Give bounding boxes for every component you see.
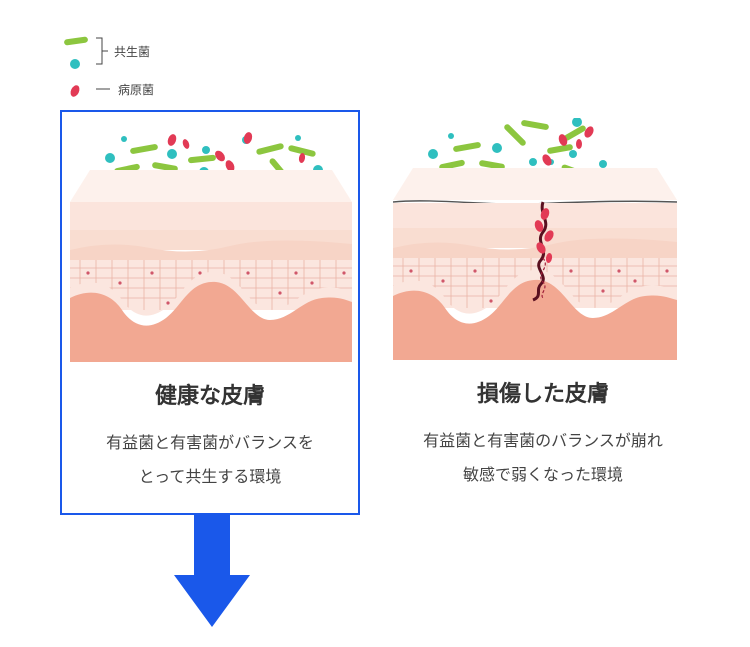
damaged-skin-description: 有益菌と有害菌のバランスが崩れ 敏感で弱くなった環境 — [393, 424, 693, 492]
stratum-corneum — [70, 202, 352, 230]
healthy-skin-title: 健康な皮膚 — [154, 384, 265, 409]
pathogen-icon — [70, 85, 80, 97]
legend: 共生菌 病原菌 — [60, 28, 200, 108]
down-arrow-icon — [174, 515, 250, 627]
healthy-skin-desc-line1: 有益菌と有害菌がバランスを — [106, 433, 314, 452]
commensal-dot-icon — [70, 59, 80, 69]
damaged-skin-panel: 損傷した皮膚 有益菌と有害菌のバランスが崩れ 敏感で弱くなった環境 — [393, 110, 693, 515]
epidermis-wave — [393, 238, 677, 260]
healthy-skin-description: 有益菌と有害菌がバランスを とって共生する環境 — [62, 426, 358, 494]
commensal-legend-label: 共生菌 — [114, 45, 151, 59]
damaged-skin-desc-line1: 有益菌と有害菌のバランスが崩れ — [423, 431, 663, 450]
skin-surface — [70, 170, 352, 202]
dermis — [393, 279, 677, 360]
damaged-skin-illustration — [393, 118, 677, 360]
commensal-rod-icon — [64, 36, 88, 46]
skin-crack — [532, 201, 554, 302]
legend-bracket — [96, 37, 108, 65]
epidermis-wave — [70, 240, 352, 262]
healthy-skin-panel: 健康な皮膚 有益菌と有害菌がバランスを とって共生する環境 — [60, 110, 360, 515]
dermis — [70, 281, 352, 362]
healthy-skin-illustration — [70, 132, 352, 362]
skin-surface — [393, 168, 677, 200]
damaged-skin-title: 損傷した皮膚 — [476, 382, 609, 407]
legend-graphic — [64, 36, 110, 97]
pathogen-legend-label: 病原菌 — [118, 83, 155, 97]
healthy-skin-desc-line2: とって共生する環境 — [138, 467, 282, 486]
damaged-skin-desc-line2: 敏感で弱くなった環境 — [462, 465, 623, 484]
